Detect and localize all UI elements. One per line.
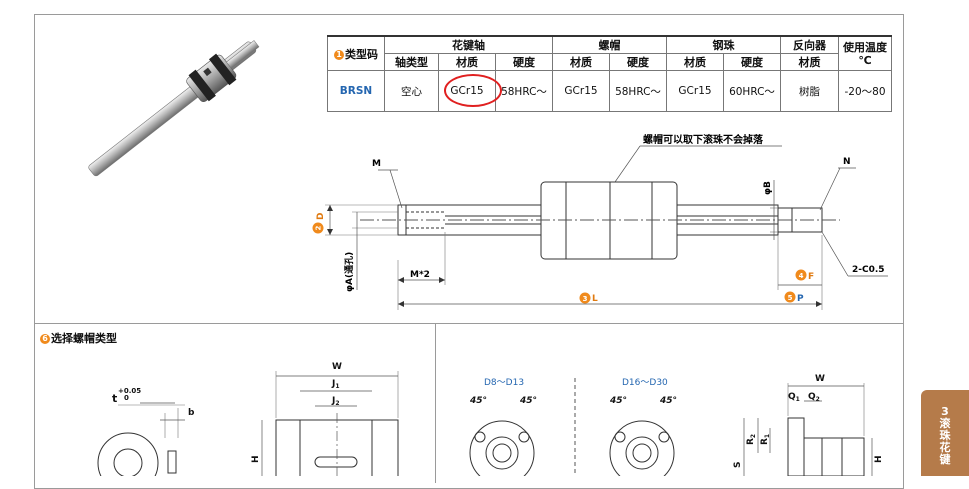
sub-nut-hardness: 硬度	[609, 53, 667, 71]
table-row: BRSN 空心 GCr15 58HRC～ GCr15 58HRC～ GCr15 …	[327, 70, 892, 112]
tol-zero: 0	[124, 394, 129, 402]
sub-nut-material: 材质	[552, 53, 610, 71]
cell-ball-hardness: 60HRC～	[723, 70, 781, 112]
shaft-drawing: 螺帽可以取下滚珠不会掉落 M N φB 2 D φA(通孔) M*2 3 L 4…	[312, 133, 888, 310]
label-phi-b: φB	[763, 181, 773, 195]
label-p: P	[797, 294, 804, 304]
num-p: 5	[788, 294, 793, 302]
label-l: L	[592, 294, 598, 304]
angle-left-1: 45°	[469, 396, 487, 406]
label-h2: H	[874, 455, 884, 463]
header-spline-shaft: 花键轴	[384, 35, 553, 54]
sub-ball-hardness: 硬度	[723, 53, 781, 71]
tol-upper: +0.05	[118, 387, 141, 395]
label-phi-a: φA(通孔)	[343, 252, 355, 292]
sub-reverser-material: 材质	[780, 53, 839, 71]
label-d: D	[316, 213, 326, 220]
cell-temp-range: -20～80	[838, 70, 892, 112]
angle-left-2: 45°	[609, 396, 627, 406]
header-temp: 使用温度℃	[838, 35, 892, 71]
label-s: S	[733, 462, 743, 468]
section-divider-vertical	[435, 323, 436, 483]
header-nut: 螺帽	[552, 35, 667, 54]
sub-ball-material: 材质	[666, 53, 724, 71]
label-w2: W	[815, 374, 825, 384]
label-r2: R2	[746, 434, 757, 445]
sub-shaft-material: 材质	[438, 53, 496, 71]
cell-shaft-hardness: 58HRC～	[495, 70, 553, 112]
angle-right-1: 45°	[519, 396, 537, 406]
sub-shaft-hardness: 硬度	[495, 53, 553, 71]
label-b: b	[188, 408, 195, 418]
label-r1: R1	[760, 434, 771, 445]
angle-right-2: 45°	[659, 396, 677, 406]
header-steel-ball: 钢珠	[666, 35, 781, 54]
sub-shaft-type: 轴类型	[384, 53, 439, 71]
num-badge-p	[784, 291, 796, 303]
label-chamfer: 2-C0.5	[852, 265, 885, 275]
num-l: 3	[583, 295, 588, 303]
cell-reverser-material: 树脂	[780, 70, 839, 112]
range-small: D8～D13	[484, 378, 524, 388]
cell-shaft-type: 空心	[384, 70, 439, 112]
cell-nut-material: GCr15	[552, 70, 610, 112]
label-q1: Q1	[788, 392, 800, 403]
label-f: F	[808, 272, 814, 282]
label-j2: J2	[331, 396, 340, 407]
label-j1: J1	[331, 379, 340, 390]
num-d: 2	[315, 225, 323, 230]
cell-ball-material: GCr15	[666, 70, 724, 112]
range-large: D16～D30	[622, 378, 668, 388]
nut-type-drawings: +0.05 0 t b W J1 J2 H D8～D13 D16～D30 45°…	[97, 362, 884, 476]
label-q2: Q2	[808, 392, 820, 403]
num-f: 4	[799, 272, 804, 280]
chapter-side-tab[interactable]: 3 滚 珠 花 键	[921, 390, 969, 476]
section-divider	[34, 323, 904, 324]
highlight-ring	[444, 74, 502, 107]
cell-shaft-material: GCr15	[438, 70, 502, 112]
num-badge-l	[579, 292, 591, 304]
product-photo	[88, 40, 260, 177]
label-t: t	[112, 392, 117, 405]
label-w: W	[332, 362, 342, 372]
label-n: N	[843, 157, 851, 167]
label-m: M	[372, 159, 381, 169]
label-h: H	[251, 455, 261, 463]
drawing-note: 螺帽可以取下滚珠不会掉落	[643, 133, 764, 146]
header-reverser: 反向器	[780, 35, 839, 54]
label-m2: M*2	[410, 270, 430, 280]
num-badge-d	[312, 222, 324, 234]
num-badge-f	[795, 269, 807, 281]
